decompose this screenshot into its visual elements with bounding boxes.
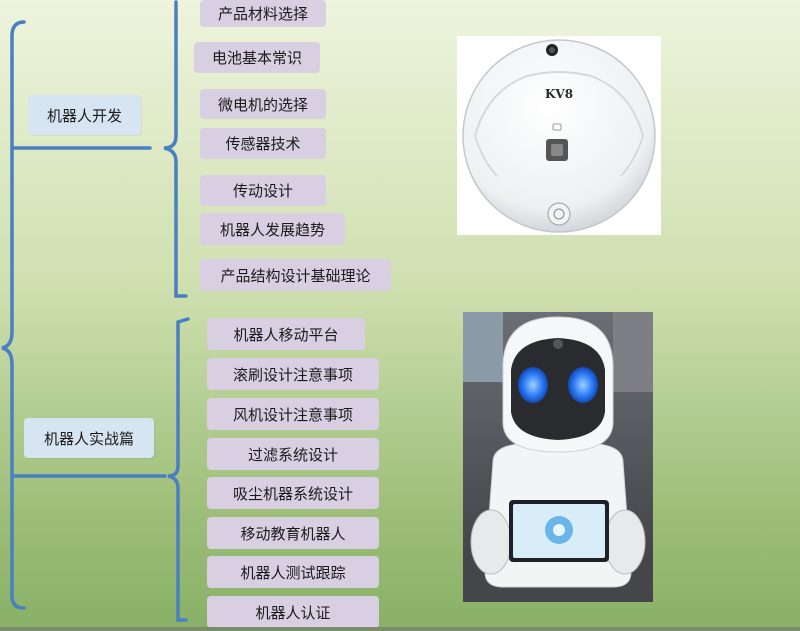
practice-item-certification[interactable]: 机器人认证: [207, 596, 379, 628]
bottom-divider: [0, 627, 800, 631]
practice-item-mobile-platform[interactable]: 机器人移动平台: [207, 318, 365, 350]
dev-item-micromotor[interactable]: 微电机的选择: [200, 89, 326, 119]
dev-item-material[interactable]: 产品材料选择: [200, 0, 326, 27]
robot-vacuum-image: KV8: [457, 36, 661, 235]
practice-item-filter[interactable]: 过滤系统设计: [207, 438, 379, 470]
practice-item-test-tracking[interactable]: 机器人测试跟踪: [207, 556, 379, 588]
practice-item-education-robot[interactable]: 移动教育机器人: [207, 517, 379, 549]
dev-item-trend[interactable]: 机器人发展趋势: [200, 213, 345, 245]
dev-item-sensor[interactable]: 传感器技术: [200, 128, 326, 159]
category-robot-development[interactable]: 机器人开发: [28, 95, 141, 135]
dev-item-battery[interactable]: 电池基本常识: [194, 42, 320, 73]
practice-item-fan[interactable]: 风机设计注意事项: [207, 398, 379, 430]
service-robot-image: [463, 312, 653, 602]
vacuum-brand-text: KV8: [545, 87, 573, 101]
dev-item-transmission[interactable]: 传动设计: [200, 175, 326, 206]
dev-item-structure[interactable]: 产品结构设计基础理论: [200, 259, 391, 291]
category-robot-practice[interactable]: 机器人实战篇: [24, 418, 154, 458]
practice-item-vacuum-system[interactable]: 吸尘机器系统设计: [207, 477, 379, 509]
practice-item-roller-brush[interactable]: 滚刷设计注意事项: [207, 358, 379, 390]
